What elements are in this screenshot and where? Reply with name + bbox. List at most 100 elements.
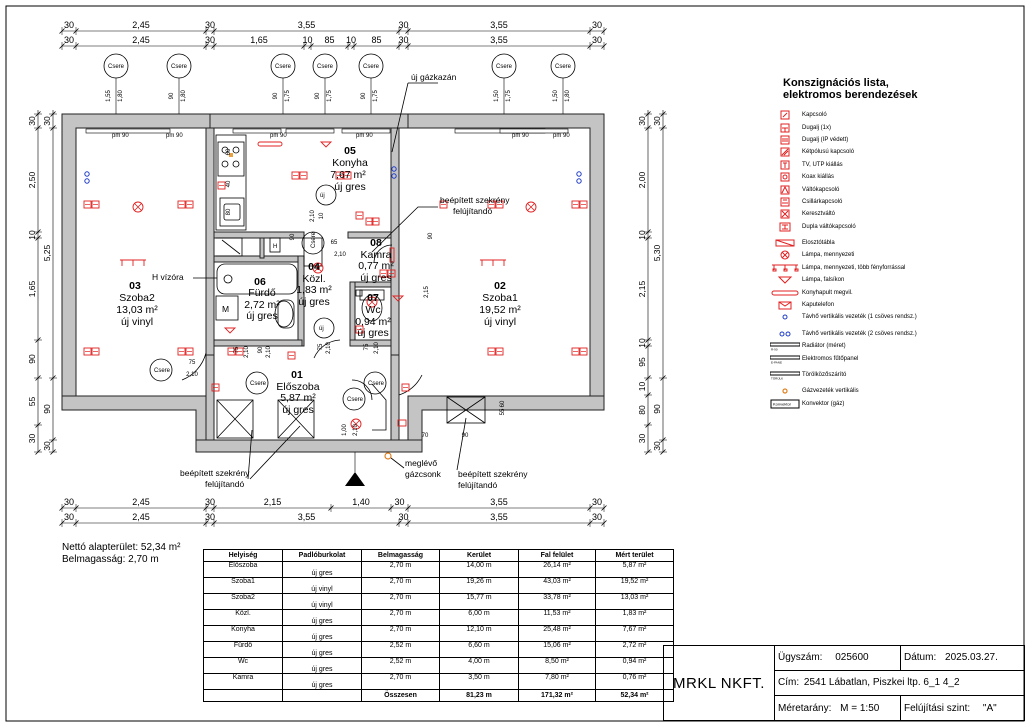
table-cell: 7,80 m² [518,673,596,690]
legend-label: Távhő vertikális vezeték (2 csöves rends… [802,330,917,337]
svg-text:új: új [320,193,325,199]
dim-label: 30 [64,497,74,507]
dim-label: 30 [592,497,602,507]
svg-text:Csere: Csere [368,381,385,387]
legend-item: Csillárkapcsoló [768,196,968,208]
dim-label: 30 [205,497,215,507]
double-pipe-icon [779,331,791,337]
heating-pipes [84,166,582,184]
legend-item: Távhő vertikális vezeték (1 csöves rends… [768,311,968,323]
table-cell: 2,70 m [361,609,440,626]
window-dim: 1,75 [373,90,379,102]
interior-dim: 10 [319,212,325,219]
csere-label: Csere [496,64,513,70]
window-dim: 1,55 [106,90,112,102]
svg-text:Csere: Csere [154,368,171,374]
legend-label: Elektromos fűtőpanel [802,355,859,362]
interior-dim: 40 [226,180,232,187]
table-cell: 5,87 m² [595,561,674,578]
dim-label: 2,45 [132,512,150,522]
col-header: Helyiség [203,549,283,562]
legend-symbol [768,209,802,219]
double-changeover-icon [779,222,791,232]
interior-dim: 1,00 [342,424,348,436]
svg-text:beépített szekrény: beépített szekrény [458,469,528,479]
svg-text:0,94 m²: 0,94 m² [355,316,391,328]
window-dim: 90 [169,92,175,99]
legend-item: TV, UTP kiállás [768,159,968,171]
col-header: Kerület [439,549,519,562]
side-dimension-chains: 302,50101,65905530305,259030302,00102,15… [27,110,667,455]
interior-dim: 90 [258,346,264,353]
legend-symbol [768,288,802,298]
entrance-arrow-icon [345,472,365,486]
legend-label: Lámpa, mennyezeti, több fényforrással [802,264,906,271]
svg-text:04: 04 [308,261,320,273]
table-cell: 171,32 m² [518,689,596,702]
electric-panel-icon: E-PANE [770,355,800,364]
dim-label: 1,65 [27,280,37,297]
dim-label: 55 [27,397,37,407]
legend-symbol [768,110,802,120]
legend-label: Gázvezeték vertikális [802,388,859,395]
legend-symbol [768,197,802,207]
pm-label: pm 90 [512,133,529,139]
legend-symbol [768,312,802,322]
svg-text:07: 07 [367,292,379,304]
socket-ip-icon [780,135,790,145]
legend-item: Konyhapult megvil. [768,286,968,298]
csere-label: Csere [171,64,188,70]
csere-label: Csere [363,64,380,70]
dim-label: 30 [398,20,408,30]
legend-symbol [768,123,802,133]
svg-text:Előszoba: Előszoba [276,381,319,393]
svg-text:beépített szekrény: beépített szekrény [180,468,250,478]
svg-text:Wc: Wc [365,304,380,316]
table-cell: új gres [282,673,362,690]
pm-label: pm 90 [112,133,129,139]
table-cell: 11,53 m² [518,609,596,626]
svg-text:06: 06 [254,276,266,288]
dim-label: 30 [592,512,602,522]
table-cell: Szoba1 [203,577,283,594]
table-cell: 81,23 m [439,689,519,702]
dim-label: 30 [64,35,74,45]
dim-label: 85 [324,35,334,45]
legend-label: Lámpa, falsíkon [802,277,845,284]
table-cell: új vinyl [282,577,362,594]
table-cell: 2,52 m [361,641,440,658]
windows [85,128,569,134]
legend-label: Dugalj (IP védett) [802,136,849,143]
col-header: Padlóburkolat [282,549,362,562]
window-dim: 1,75 [506,90,512,102]
interior-dim: 90 [462,433,469,439]
dim-label: 30 [637,434,647,444]
svg-text:felújítandó: felújítandó [453,206,492,216]
legend-symbol: Konvektor [768,399,802,409]
svg-text:H vízóra: H vízóra [152,272,184,282]
table-header-row: Helyiség Padlóburkolat Belmagasság Kerül… [203,549,674,562]
table-cell: 12,10 m [439,625,519,642]
csere-label: Csere [275,64,292,70]
table-cell: 2,70 m [361,625,440,642]
dim-label: 10 [346,35,356,45]
dim-label: 2,45 [132,20,150,30]
legend-symbol: TÖRÜLK [768,370,802,380]
legend-item: Gázvezeték vertikális [768,385,968,397]
dim-label: 30 [27,116,37,126]
table-cell: 2,70 m [361,593,440,610]
dim-label: 90 [27,354,37,364]
window-dim: 1,75 [327,90,333,102]
legend-label: Csillárkapcsoló [802,198,843,205]
interior-dim: 75 [189,360,196,366]
legend-item: Keresztváltó [768,208,968,220]
legend-item: Kaputelefon [768,299,968,311]
dim-label: 90 [42,404,52,414]
